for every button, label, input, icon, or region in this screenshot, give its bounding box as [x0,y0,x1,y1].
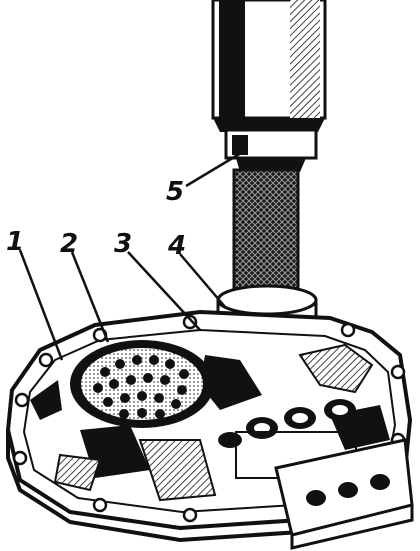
tool-collar [224,128,318,172]
leader-line-3 [127,251,201,331]
callout-4: 4 [167,231,186,261]
bolt-holes [12,314,406,523]
leader-line-2 [70,251,110,343]
callout-2: 2 [60,229,78,259]
leader-line-5 [185,148,247,188]
leader-line-1 [18,249,64,361]
leader-lines [18,148,247,361]
press-shaft [211,0,327,132]
leader-line-4 [179,253,227,309]
callout-3: 3 [114,229,132,259]
port-block [274,438,414,550]
valve-bores [218,399,357,479]
filter-screen-part-2 [70,340,214,428]
callout-5: 5 [166,177,184,207]
callout-1: 1 [6,227,24,257]
knurled-mandrel [232,168,300,292]
